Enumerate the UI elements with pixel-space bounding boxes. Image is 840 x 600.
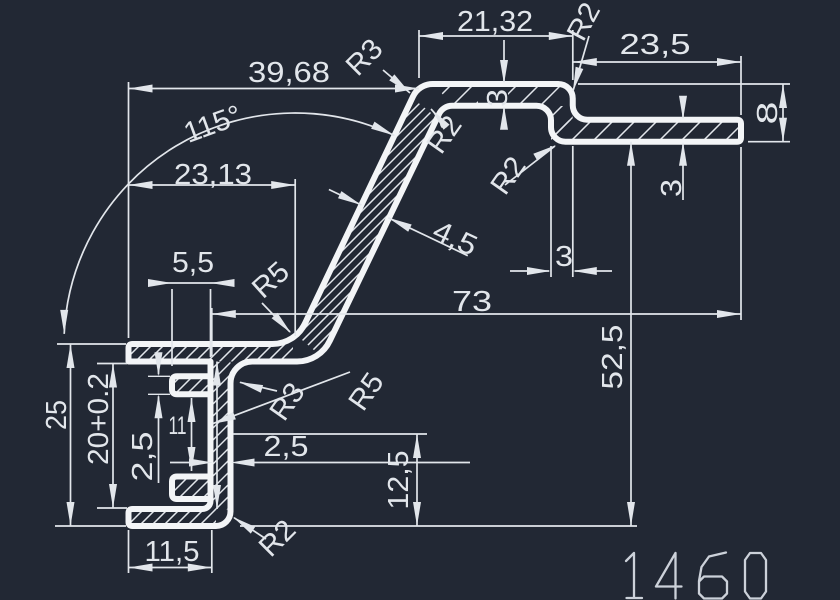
svg-text:R5: R5 <box>343 367 391 416</box>
svg-text:R2: R2 <box>421 110 469 159</box>
svg-text:52,5: 52,5 <box>597 325 629 390</box>
svg-text:12,5: 12,5 <box>383 451 415 510</box>
svg-text:5,5: 5,5 <box>172 247 214 279</box>
svg-text:2,5: 2,5 <box>264 431 309 463</box>
svg-text:39,68: 39,68 <box>248 57 330 89</box>
svg-text:R2: R2 <box>485 151 533 200</box>
svg-text:3: 3 <box>656 179 688 197</box>
svg-text:R3: R3 <box>264 377 312 426</box>
svg-text:23,5: 23,5 <box>620 29 691 61</box>
svg-text:8: 8 <box>752 102 784 125</box>
svg-text:3: 3 <box>555 241 573 273</box>
svg-text:11: 11 <box>169 412 187 440</box>
svg-text:23,13: 23,13 <box>174 159 252 191</box>
svg-text:3: 3 <box>482 89 514 107</box>
svg-text:R3: R3 <box>340 33 389 82</box>
svg-text:115°: 115° <box>180 99 246 149</box>
svg-text:R2: R2 <box>561 0 607 46</box>
svg-text:11,5: 11,5 <box>145 536 200 568</box>
svg-text:R5: R5 <box>246 256 296 305</box>
svg-text:R2: R2 <box>253 514 302 563</box>
svg-text:21,32: 21,32 <box>457 6 533 38</box>
svg-text:20+0.2: 20+0.2 <box>83 373 115 465</box>
svg-text:73: 73 <box>452 286 492 318</box>
svg-text:25: 25 <box>41 400 73 430</box>
svg-text:2,5: 2,5 <box>127 432 159 482</box>
svg-text:4,5: 4,5 <box>428 215 482 263</box>
